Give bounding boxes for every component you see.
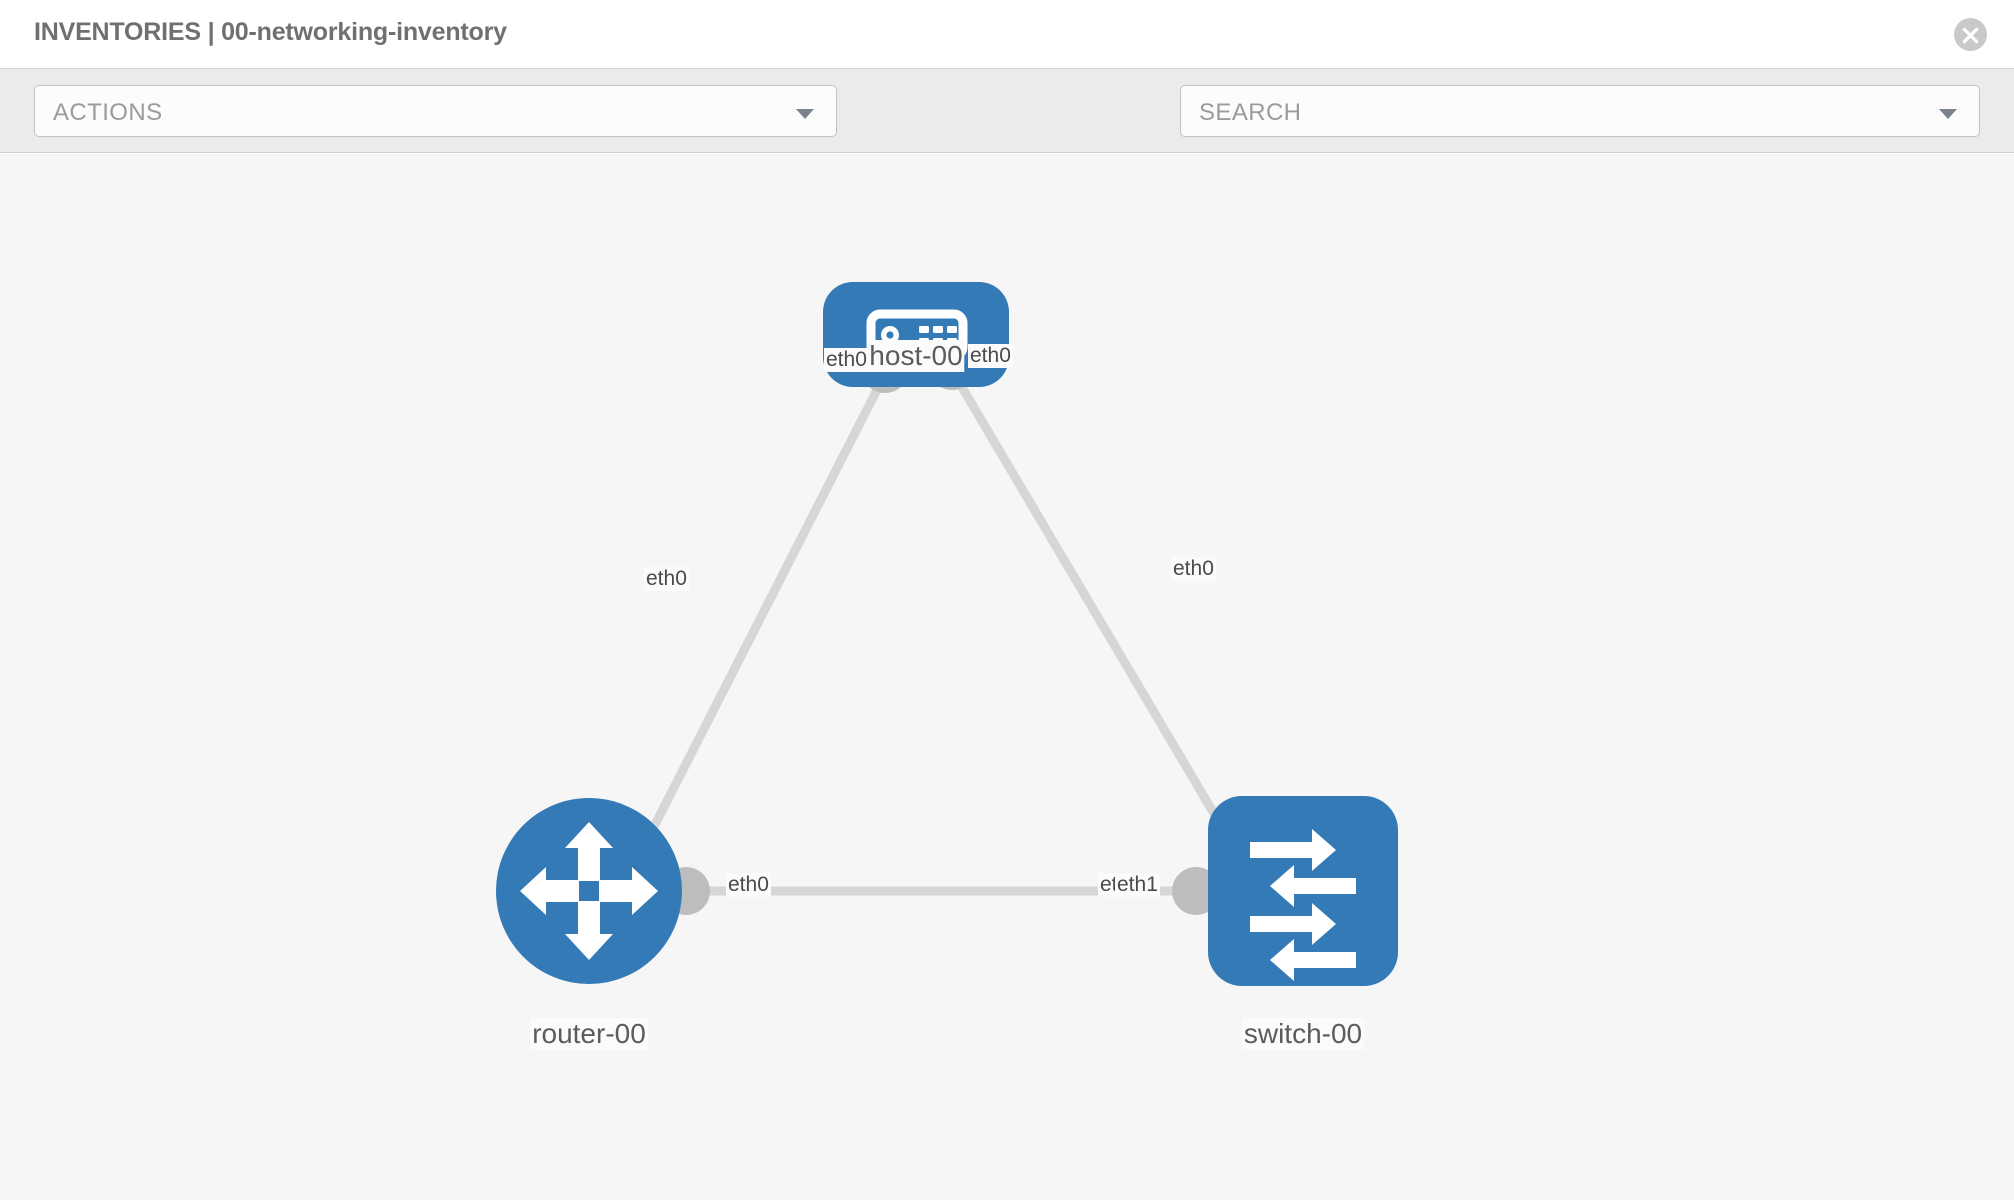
- page-header: INVENTORIES | 00-networking-inventory: [0, 0, 2014, 69]
- chevron-down-icon: [796, 109, 814, 119]
- port-label: eth0: [824, 348, 869, 372]
- topology-graph: [496, 282, 1398, 986]
- chevron-down-icon[interactable]: [1939, 109, 1957, 119]
- link-host00-switch00: [956, 381, 1236, 847]
- search-placeholder: SEARCH: [1199, 99, 1302, 126]
- port-label: eth0: [968, 344, 1013, 368]
- node-switch-00: [1208, 796, 1398, 986]
- port-label: eth1: [1115, 873, 1160, 897]
- actions-dropdown[interactable]: ACTIONS: [34, 85, 837, 137]
- switch-arrows-icon: [1250, 829, 1356, 981]
- page-title: INVENTORIES | 00-networking-inventory: [34, 18, 507, 46]
- port-label: eth0: [1171, 557, 1216, 581]
- toolbar: ACTIONS SEARCH: [0, 69, 2014, 197]
- topology-canvas[interactable]: eth0 eth0 eth0 eth0 eth0 eth0 eth1 host-…: [0, 154, 2014, 1200]
- node-label-switch-00: switch-00: [1241, 1018, 1365, 1050]
- node-router-00: [496, 798, 682, 984]
- link-host00-router00: [635, 381, 885, 857]
- close-icon[interactable]: [1954, 18, 1987, 51]
- router-arrows-icon: [520, 822, 658, 960]
- topology-links: [635, 381, 1236, 896]
- port-label: eth0: [726, 873, 771, 897]
- search-input[interactable]: SEARCH: [1180, 85, 1980, 137]
- node-label-router-00: router-00: [530, 1018, 648, 1050]
- port-label: eth0: [644, 567, 689, 591]
- actions-dropdown-label: ACTIONS: [53, 99, 163, 126]
- node-label-host-00: host-00: [867, 340, 965, 372]
